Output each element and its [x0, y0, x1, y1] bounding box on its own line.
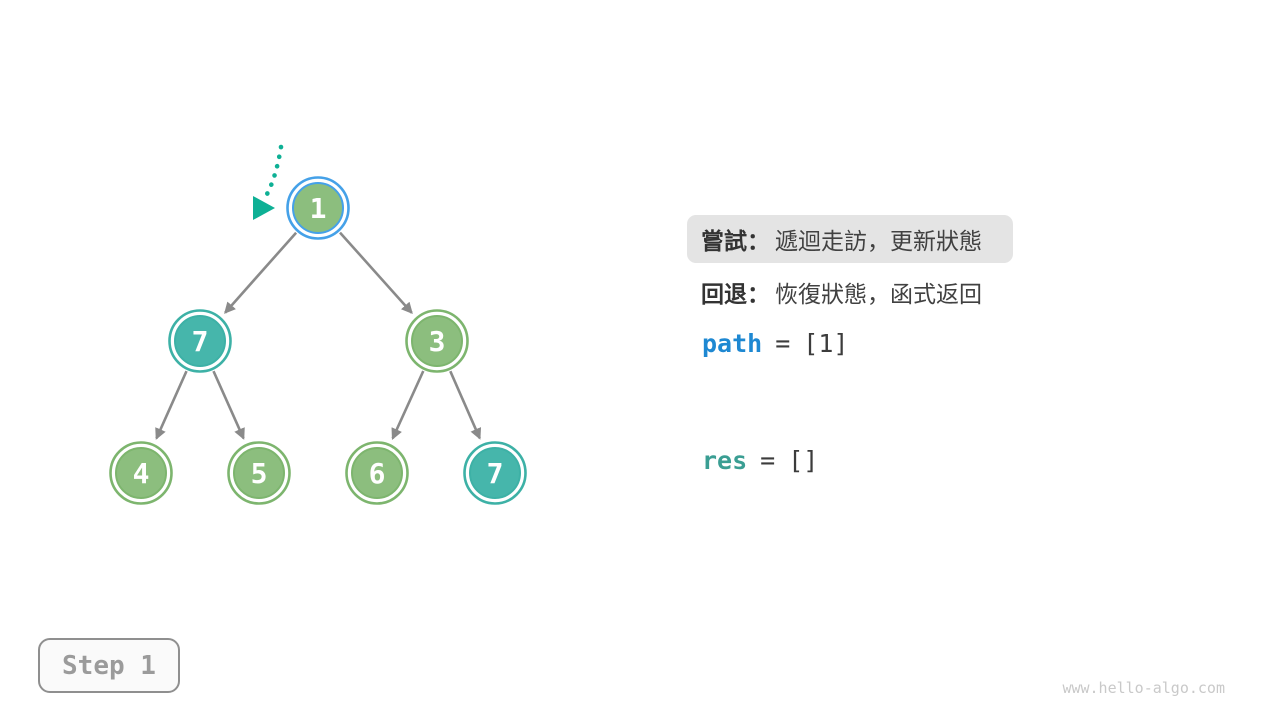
- node-value: 7: [192, 325, 209, 358]
- node-value: 5: [251, 457, 268, 490]
- step-badge: Step 1: [38, 638, 180, 693]
- edge-3-7: [449, 370, 482, 440]
- step-label: Step 1: [62, 650, 156, 681]
- try-label: 嘗試：: [701, 229, 770, 255]
- watermark-text: www.hello-algo.com: [1062, 679, 1225, 697]
- tree-node-7-right: 7: [463, 441, 527, 505]
- tree-node-3: 3: [405, 309, 469, 373]
- node-value: 3: [429, 325, 446, 358]
- edge-1-3: [339, 231, 413, 314]
- res-variable-name: res: [702, 446, 748, 475]
- path-state-line: path = [1]: [702, 329, 848, 358]
- edge-7-5: [212, 370, 245, 440]
- backtrack-label: 回退：: [701, 282, 770, 308]
- node-value: 1: [310, 192, 327, 225]
- res-equals: =: [760, 446, 776, 475]
- backtrack-text: 恢復狀態，函式返回: [775, 282, 982, 308]
- node-value: 4: [133, 457, 150, 490]
- tree-node-5: 5: [227, 441, 291, 505]
- path-value: [1]: [803, 329, 849, 358]
- try-annotation: 嘗試： 遞迴走訪，更新狀態: [687, 215, 1013, 263]
- tree-edges: [155, 231, 482, 440]
- tree-node-1: 1: [286, 176, 350, 240]
- res-value: []: [788, 446, 819, 475]
- node-value: 6: [369, 457, 386, 490]
- res-state-line: res = []: [702, 446, 818, 475]
- try-text: 遞迴走訪，更新狀態: [775, 229, 982, 255]
- edge-1-7: [224, 231, 298, 314]
- edge-7-4: [155, 370, 188, 440]
- node-value: 7: [487, 457, 504, 490]
- backtrack-annotation: 回退： 恢復狀態，函式返回: [687, 268, 982, 316]
- tree-node-6: 6: [345, 441, 409, 505]
- tree-node-4: 4: [109, 441, 173, 505]
- edge-3-6: [391, 370, 425, 440]
- path-equals: =: [775, 329, 791, 358]
- binary-tree-diagram: 1 7 3 4 5 6 7: [109, 144, 527, 505]
- path-variable-name: path: [702, 329, 763, 358]
- current-node-pointer-icon: [253, 144, 284, 220]
- tree-node-7-left: 7: [168, 309, 232, 373]
